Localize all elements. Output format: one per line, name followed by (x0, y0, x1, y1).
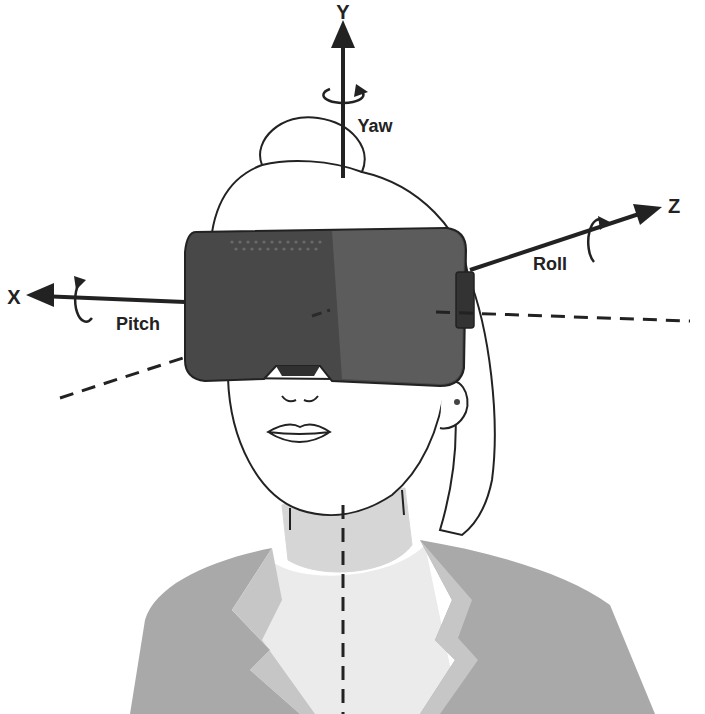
vr-headset (185, 228, 466, 386)
arrowhead (633, 204, 662, 225)
neck (290, 490, 404, 530)
nose (282, 396, 318, 401)
jacket-right (420, 540, 655, 714)
axis-label: Z (668, 196, 680, 216)
hair-line (262, 161, 362, 172)
axis-label: Pitch (116, 315, 160, 333)
lapel-right (420, 540, 478, 714)
ear (440, 381, 468, 428)
arrowhead (26, 283, 54, 307)
headset-vent (276, 366, 320, 376)
arrowhead (598, 216, 610, 230)
lips (268, 424, 330, 442)
earring (454, 399, 460, 405)
axis-label: X (7, 287, 20, 307)
arrowhead (74, 276, 86, 290)
axis-label: Y (336, 2, 349, 22)
lapel-left (232, 548, 315, 714)
x-axis-arrow (40, 296, 185, 302)
depth-dashed-axis-inner (312, 310, 330, 316)
axis-label: Yaw (357, 117, 392, 135)
y-axis-arrow (341, 40, 345, 178)
arrowhead (354, 84, 368, 97)
axis-label: Roll (533, 255, 567, 273)
lateral-dashed-axis (436, 312, 690, 321)
headset-strap (456, 272, 474, 328)
headset-facet (332, 229, 464, 384)
vertical-dashed-axis (342, 505, 345, 714)
face (228, 378, 446, 515)
headset-dots (230, 240, 321, 250)
arrowhead (331, 20, 355, 48)
